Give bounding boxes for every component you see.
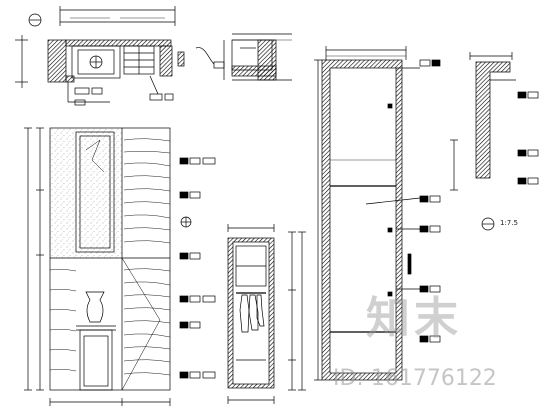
watermark-id: ID: 161776122 — [333, 366, 497, 391]
wardrobe-elevation — [227, 224, 306, 404]
detail-scale-label: 1:7.5 — [500, 219, 518, 227]
plan-view — [15, 6, 185, 106]
corner-detail-top — [195, 33, 292, 81]
left-elevation — [24, 127, 216, 406]
tall-section — [314, 46, 441, 381]
watermark-logo: 知末 — [366, 293, 462, 344]
corner-detail-right — [450, 52, 539, 231]
